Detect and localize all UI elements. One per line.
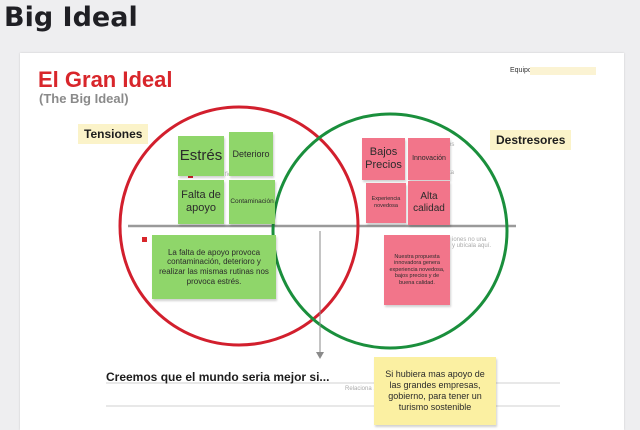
sticky-note-tensiones-summary[interactable]: La falta de apoyo provoca contaminación,… (152, 235, 276, 299)
sticky-note-estres[interactable]: Estrés (178, 136, 224, 176)
sticky-note-alta-calidad[interactable]: Alta calidad (408, 181, 450, 225)
destresores-label: Destresores (490, 130, 572, 150)
board-subtitle: (The Big Ideal) (39, 91, 129, 106)
faint-hint-bottom: Relaciona ... (345, 386, 379, 392)
sticky-note-deterioro[interactable]: Deterioro (229, 132, 273, 176)
faint-hint-right-2: sta (446, 170, 455, 176)
equipo-field[interactable] (530, 67, 596, 75)
left-circle-tensiones (118, 105, 360, 347)
sticky-note-experiencia-novedosa[interactable]: Experiencia novedosa (366, 183, 406, 223)
board-title: El Gran Ideal (38, 67, 173, 92)
sticky-note-destresores-summary[interactable]: Nuestra propuesta innovadora genera expe… (384, 235, 450, 305)
sticky-note-contaminacion[interactable]: Contaminación (229, 180, 275, 224)
faint-hint-right-1: res (446, 142, 455, 148)
sticky-note-innovacion[interactable]: Innovación (408, 138, 450, 180)
arrow-head (316, 352, 324, 359)
page-title: Big Ideal (4, 2, 138, 33)
right-circle-destresores (271, 112, 509, 350)
sticky-note-falta-de-apoyo[interactable]: Falta de apoyo (178, 180, 224, 224)
equipo-label: Equipo (510, 67, 532, 74)
whiteboard-canvas[interactable]: El Gran Ideal (The Big Ideal) Equipo Ten… (20, 53, 624, 430)
sticky-note-conclusion[interactable]: Si hubiera mas apoyo de las grandes empr… (374, 357, 496, 425)
tensiones-label: Tensiones (78, 124, 149, 144)
sticky-note-bajos-precios[interactable]: Bajos Precios (362, 138, 405, 180)
marker-left-middle (142, 237, 147, 242)
faint-hint-right-3: iones no una y ubícala aquí. (452, 237, 492, 249)
belief-statement: Creemos que el mundo seria mejor si... (106, 370, 330, 384)
